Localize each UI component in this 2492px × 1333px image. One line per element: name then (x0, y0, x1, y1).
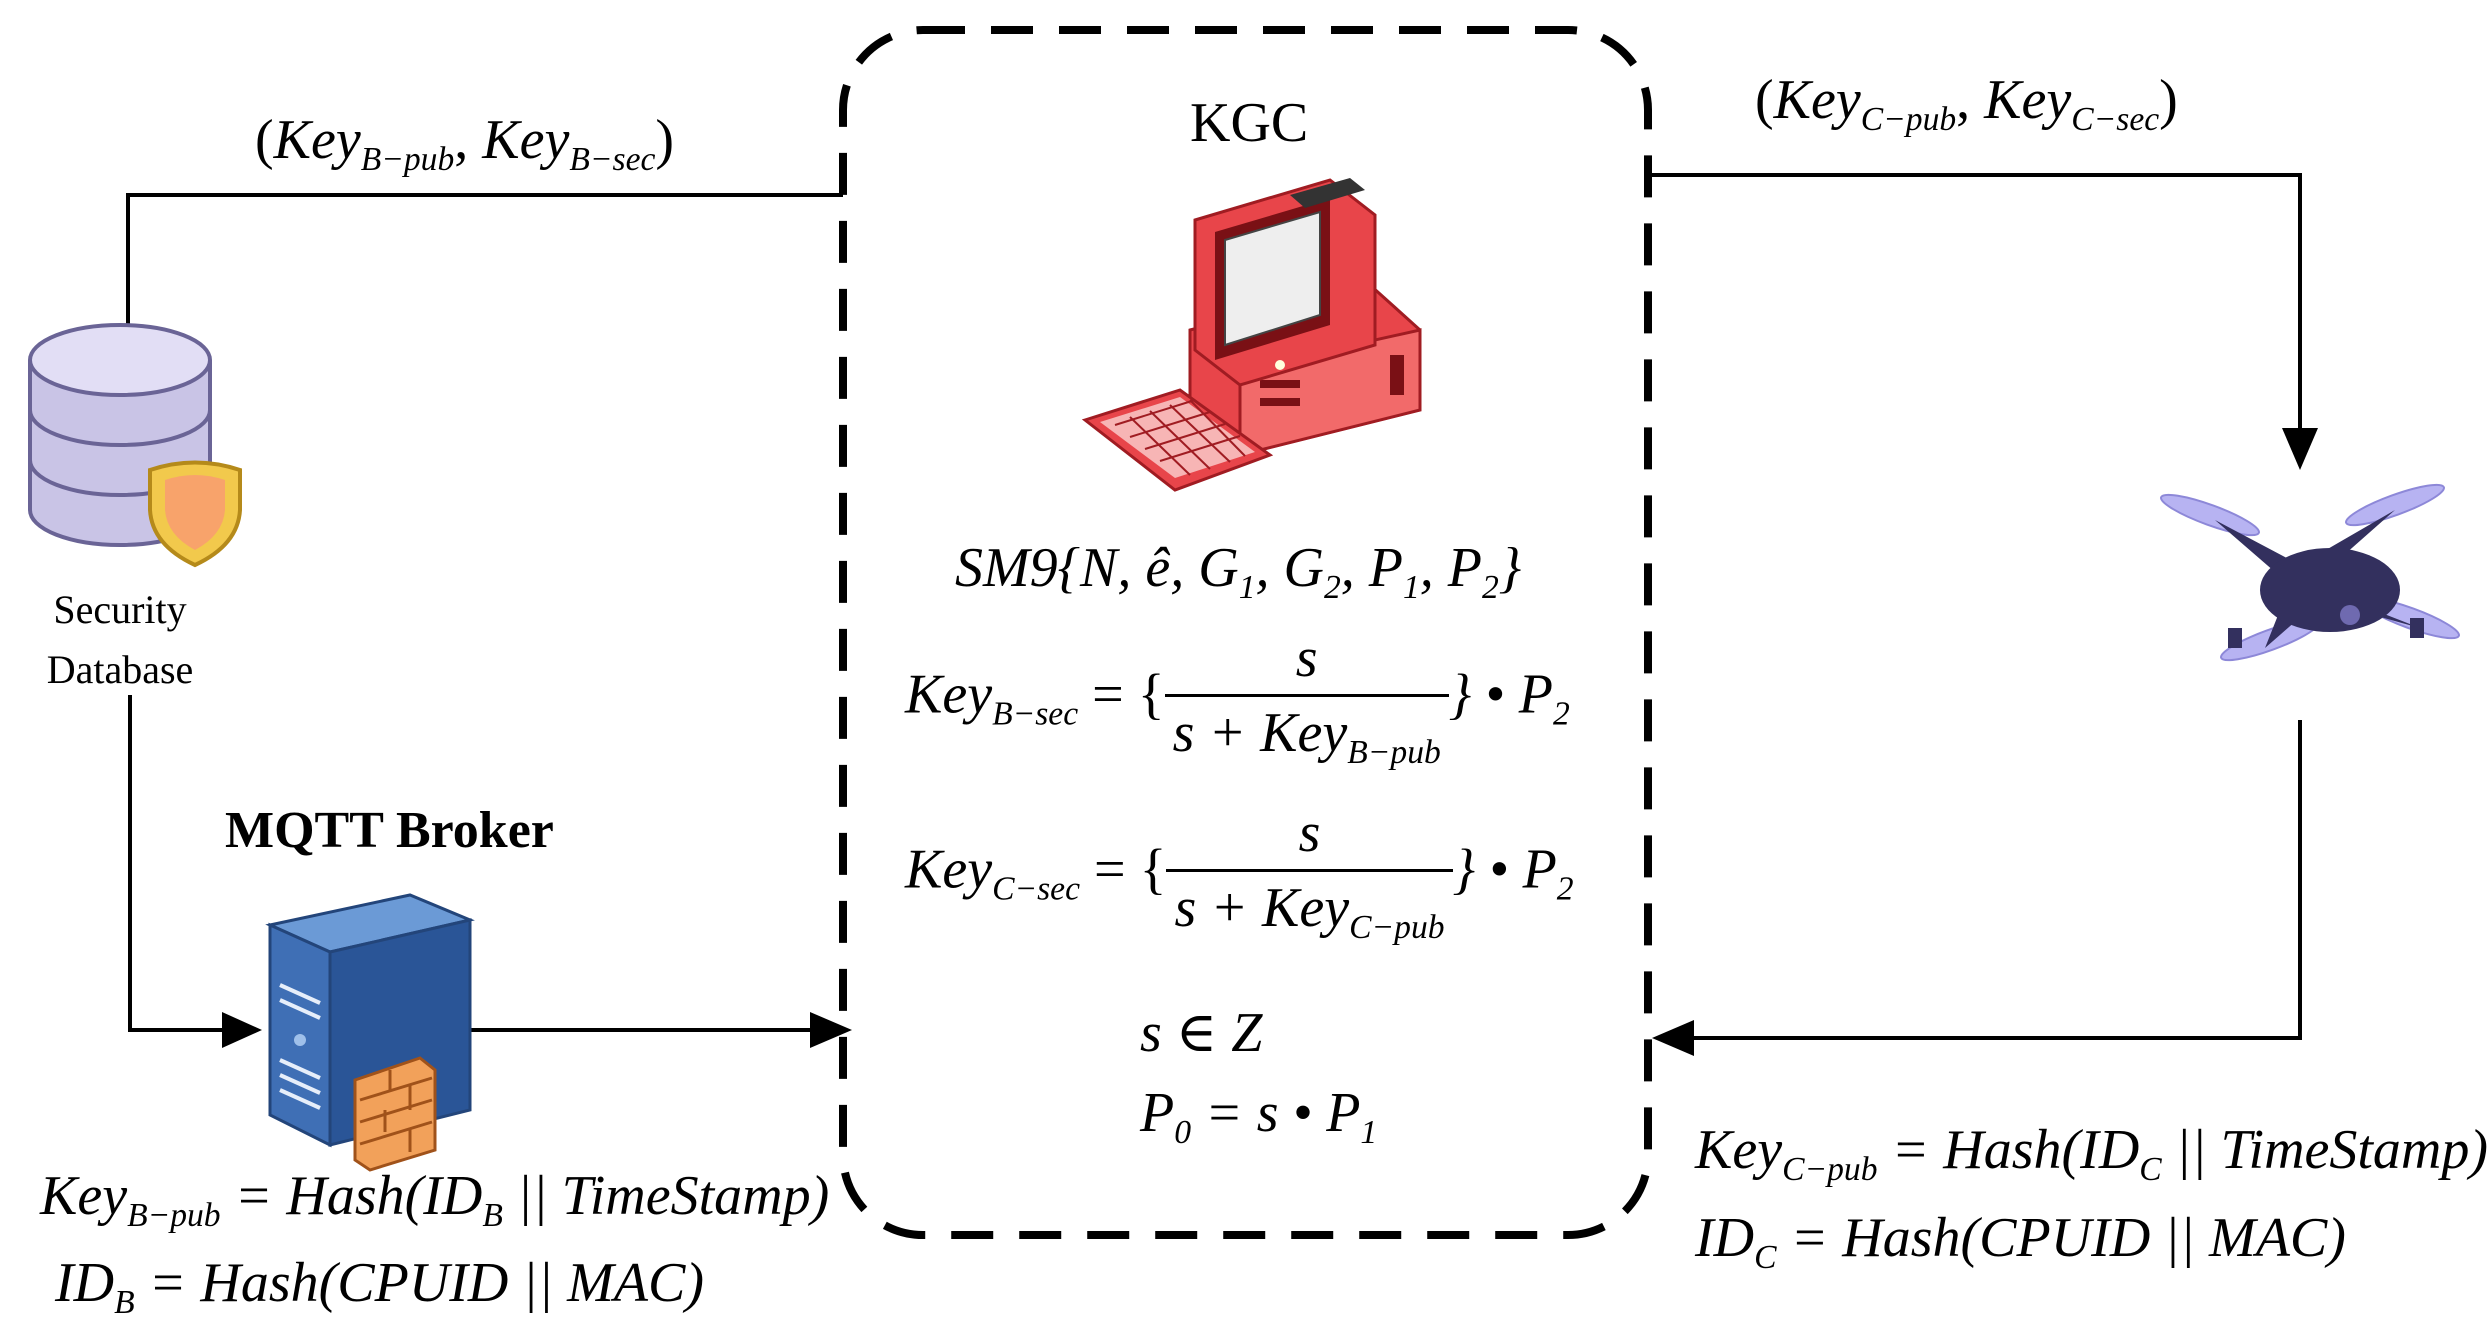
p0-lhs-sub: 0 (1174, 1113, 1192, 1151)
sm9-param-g2: G (1283, 537, 1324, 599)
arrowhead-drone (2282, 428, 2318, 470)
key-c-sec-lhs-sub: C−sec (992, 870, 1080, 908)
drone-key-pub-formula: KeyC−pub = Hash(IDC || TimeStamp) (1695, 1122, 2488, 1186)
key-b-sec-lhs-sub: B−sec (992, 695, 1079, 733)
broker-key-pub-tail: || TimeStamp) (502, 1165, 830, 1227)
key-c-sec-lhs: Key (905, 838, 993, 901)
right-pair-sep: , (1956, 69, 1985, 131)
sm9-params: SM9{N, ê, G1, G2, P1, P2} (955, 537, 1522, 606)
broker-id-rhs: = Hash(CPUID || MAC) (134, 1252, 705, 1314)
key-c-sec-rhs-sub: 2 (1556, 870, 1574, 908)
broker-key-pub-lhs: Key (40, 1165, 128, 1227)
broker-key-pub-rhs: = Hash(ID (220, 1165, 483, 1227)
key-b-sec-numerator: s (1295, 627, 1318, 689)
left-pair-sep: , (454, 109, 483, 171)
drone-key-pub-lhs-sub: C−pub (1782, 1150, 1878, 1188)
key-c-sec-eq: = { (1080, 838, 1167, 901)
key-c-sec-formula: KeyC−sec = { s s + KeyC−pub} • P2 (905, 805, 1574, 944)
p0-formula: P0 = s • P1 (1140, 1085, 1377, 1149)
s-in-z: s ∈ Z (1140, 1002, 1263, 1064)
sm9-param-g1: G (1198, 537, 1239, 599)
key-b-sec-den-sub: B−pub (1347, 733, 1441, 771)
right-pair-a-sub: C−pub (1860, 100, 1957, 138)
key-c-sec-rhs: } • P (1452, 838, 1557, 901)
arrowhead-kgc-left (810, 1012, 852, 1048)
drone-icon (2160, 483, 2460, 662)
kgc-boundary (839, 26, 1652, 1239)
right-pair-open: ( (1755, 69, 1774, 131)
broker-key-pub-lhs-sub: B−pub (127, 1196, 221, 1234)
broker-key-pub-rhs-sub: B (482, 1196, 503, 1234)
broker-id-formula: IDB = Hash(CPUID || MAC) (55, 1255, 704, 1319)
right-pair-close: ) (2159, 69, 2178, 131)
left-pair-close: ) (655, 109, 675, 171)
key-b-sec-den-text: s + Key (1172, 702, 1348, 764)
key-b-sec-lhs: Key (905, 663, 993, 726)
broker-id-lhs: ID (55, 1252, 115, 1314)
computer-icon (1081, 178, 1422, 492)
drone-id-formula: IDC = Hash(CPUID || MAC) (1695, 1210, 2346, 1274)
key-c-sec-denominator: s + KeyC−pub (1166, 880, 1452, 944)
broker-id-lhs-sub: B (114, 1283, 135, 1321)
broker-key-pub-formula: KeyB−pub = Hash(IDB || TimeStamp) (40, 1168, 829, 1232)
key-b-sec-denominator: s + KeyB−pub (1165, 705, 1449, 769)
key-b-sec-fraction: s s + KeyB−pub (1164, 627, 1449, 769)
left-pair-b-sub: B−sec (569, 140, 656, 178)
drone-key-pub-lhs: Key (1695, 1119, 1783, 1181)
right-pair-b: Key (1984, 69, 2072, 131)
right-pair-b-sub: C−sec (2071, 100, 2160, 138)
security-db-label-1: Security (53, 587, 187, 632)
key-c-sec-numerator: s (1298, 802, 1321, 864)
left-pair-a-sub: B−pub (360, 140, 455, 178)
key-b-sec-formula: KeyB−sec = { s s + KeyB−pub} • P2 (905, 630, 1570, 769)
sm9-param-e: ê (1145, 537, 1171, 599)
arrow-kgc-to-db (126, 193, 843, 372)
right-key-pair: (KeyC−pub, KeyC−sec) (1755, 72, 2178, 136)
sm9-suffix: } (1498, 537, 1522, 599)
p0-mid: = s • P (1191, 1082, 1361, 1144)
drone-id-lhs: ID (1695, 1207, 1755, 1269)
drone-id-lhs-sub: C (1754, 1238, 1777, 1276)
sm9-param-g1-sub: 1 (1238, 568, 1256, 606)
key-c-sec-den-text: s + Key (1174, 877, 1350, 939)
sm9-param-p2-sub: 2 (1482, 568, 1499, 606)
sm9-param-p1: P (1368, 537, 1403, 599)
sm9-param-p2: P (1447, 537, 1482, 599)
left-pair-open: ( (255, 109, 274, 171)
sm9-prefix: SM9{ (955, 537, 1081, 599)
sm9-param-g2-sub: 2 (1323, 568, 1341, 606)
drone-id-rhs: = Hash(CPUID || MAC) (1776, 1207, 2346, 1269)
security-db-label-2: Database (46, 647, 194, 692)
key-c-sec-fraction: s s + KeyC−pub (1166, 802, 1453, 944)
arrowhead-kgc-right (1652, 1020, 1694, 1056)
sm9-param-p1-sub: 1 (1402, 568, 1420, 606)
key-b-sec-eq: = { (1078, 663, 1165, 726)
key-c-sec-den-sub: C−pub (1349, 908, 1445, 946)
left-key-pair: (KeyB−pub, KeyB−sec) (255, 112, 674, 176)
p0-rhs-sub: 1 (1360, 1113, 1378, 1151)
key-b-sec-rhs-sub: 2 (1553, 695, 1570, 733)
drone-key-pub-tail: || TimeStamp) (2161, 1119, 2489, 1181)
arrow-db-to-broker (128, 695, 225, 1032)
p0-lhs: P (1140, 1082, 1175, 1144)
arrow-kgc-to-drone (1648, 173, 2302, 428)
arrowhead-broker (222, 1012, 262, 1048)
drone-key-pub-rhs: = Hash(ID (1877, 1119, 2140, 1181)
arrow-drone-to-kgc (1690, 720, 2302, 1040)
left-pair-b: Key (482, 109, 570, 171)
key-b-sec-rhs: } • P (1448, 663, 1553, 726)
firewall-icon (353, 1056, 437, 1172)
sm9-param-n: N (1080, 537, 1118, 599)
kgc-title: KGC (1190, 92, 1309, 154)
broker-title: MQTT Broker (225, 802, 554, 859)
shield-icon (148, 460, 242, 568)
left-pair-a: Key (273, 109, 361, 171)
right-pair-a: Key (1773, 69, 1861, 131)
database-icon (28, 323, 212, 547)
drone-key-pub-rhs-sub: C (2139, 1150, 2162, 1188)
